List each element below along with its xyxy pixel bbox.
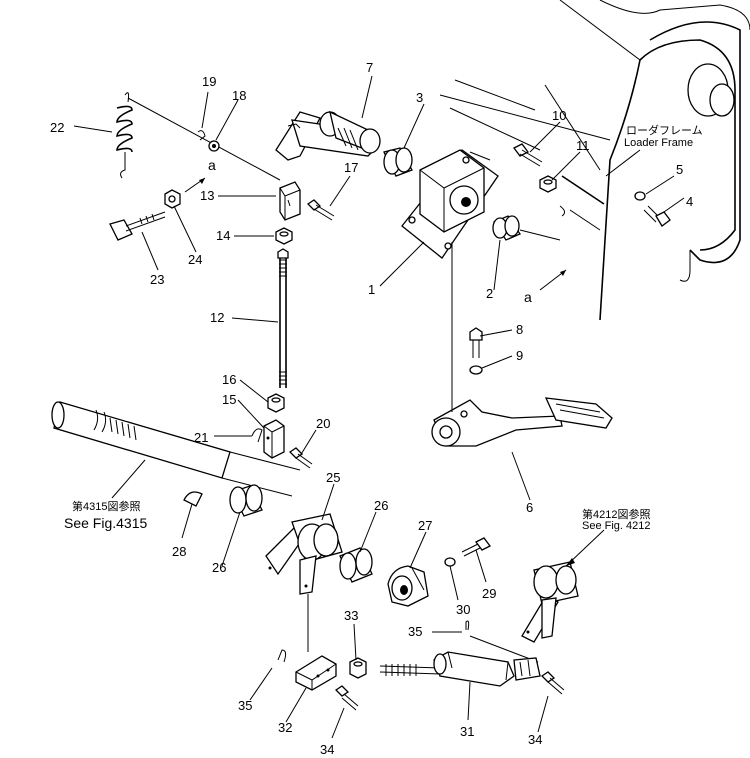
nut-33 — [349, 657, 367, 679]
loader-frame-ref-jp: ローダフレーム — [626, 123, 703, 137]
callout-11: 11 — [576, 138, 590, 153]
block-32 — [295, 655, 337, 691]
rod-12 — [277, 248, 289, 388]
callout-3: 3 — [416, 90, 423, 105]
bolt-29 — [461, 537, 491, 557]
spring-22 — [116, 92, 281, 181]
nut-24 — [164, 189, 181, 209]
callout-29: 29 — [482, 586, 496, 601]
callout-labels: 19 18 22 7 3 10 11 17 13 5 4 14 23 24 1 … — [50, 60, 693, 757]
callout-1: 1 — [368, 282, 375, 297]
fig4212-ref-en: See Fig. 4212 — [582, 520, 651, 532]
callout-19: 19 — [202, 74, 216, 89]
callout-27: 27 — [418, 518, 432, 533]
washer-30 — [444, 557, 456, 567]
callout-6: 6 — [526, 500, 533, 515]
callout-17: 17 — [344, 160, 358, 175]
marker-a1: a — [208, 157, 216, 173]
loader-frame-leader — [605, 149, 641, 177]
washer-18 — [208, 140, 220, 152]
callout-25: 25 — [326, 470, 340, 485]
leader-lines — [73, 75, 685, 739]
nut-14 — [275, 227, 293, 245]
pin-35-lower — [277, 649, 287, 663]
key-28 — [183, 491, 203, 507]
bolt-17 — [306, 199, 335, 221]
callout-21: 21 — [194, 430, 208, 445]
clamp-27 — [387, 565, 429, 607]
callout-35-upper: 35 — [408, 624, 422, 639]
callout-15: 15 — [222, 392, 236, 407]
turnbuckle-31 — [379, 651, 541, 687]
callout-14: 14 — [216, 228, 230, 243]
fig4212-ref-jp: 第4212図参照 — [582, 507, 650, 521]
eye-bolt-23 — [109, 211, 166, 241]
bushing-3 — [383, 147, 413, 177]
bolt-10 — [513, 143, 543, 167]
lever-shaft-7 — [275, 110, 381, 161]
callout-24: 24 — [188, 252, 202, 267]
callout-35-lower: 35 — [238, 698, 252, 713]
fig4315-ref-en: See Fig.4315 — [64, 515, 147, 531]
callout-10: 10 — [552, 108, 566, 123]
lever-fig4212 — [521, 561, 579, 643]
lever-25 — [265, 513, 343, 652]
callout-34-left: 34 — [320, 742, 334, 757]
callout-31: 31 — [460, 724, 474, 739]
shaft-fig4315 — [51, 401, 301, 497]
bushing-26-right — [339, 547, 373, 583]
bushing-2 — [492, 215, 521, 241]
callout-5: 5 — [676, 162, 683, 177]
washer-9 — [469, 365, 483, 375]
callout-33: 33 — [344, 608, 358, 623]
callout-32: 32 — [278, 720, 292, 735]
pin-35-upper — [465, 620, 539, 663]
callout-22: 22 — [50, 120, 64, 135]
callout-20: 20 — [316, 416, 330, 431]
block-15 — [263, 419, 285, 459]
bolt-20 — [288, 447, 313, 469]
loader-frame-ref-en: Loader Frame — [624, 137, 693, 149]
callout-23: 23 — [150, 272, 164, 287]
callout-2: 2 — [486, 286, 493, 301]
callout-18: 18 — [232, 88, 246, 103]
callout-16: 16 — [222, 372, 236, 387]
bolt-34-left — [334, 685, 359, 711]
fig4315-leader — [111, 459, 146, 499]
callout-7: 7 — [366, 60, 373, 75]
callout-26-left: 26 — [212, 560, 226, 575]
cotter-pin-21 — [251, 428, 263, 443]
callout-28: 28 — [172, 544, 186, 559]
loader-frame-drawing — [439, 0, 750, 321]
callout-13: 13 — [200, 188, 214, 203]
callout-9: 9 — [516, 348, 523, 363]
callout-4: 4 — [686, 194, 693, 209]
bushing-26-left — [229, 484, 263, 517]
wire-rod — [561, 175, 605, 205]
bolt-4 — [643, 205, 671, 227]
marker-a2: a — [524, 289, 532, 305]
block-13 — [279, 181, 301, 221]
callout-8: 8 — [516, 322, 523, 337]
callout-30: 30 — [456, 602, 470, 617]
clip — [559, 205, 566, 217]
bolt-8 — [469, 327, 483, 358]
bolt-34-right — [540, 671, 565, 695]
pedal-6 — [431, 242, 613, 447]
washer-5 — [634, 191, 646, 201]
nut-16 — [267, 393, 285, 413]
fig4315-ref-jp: 第4315図参照 — [72, 499, 140, 513]
callout-12: 12 — [210, 310, 224, 325]
callout-26-right: 26 — [374, 498, 388, 513]
bracket-1 — [401, 149, 499, 259]
callout-34-right: 34 — [528, 732, 542, 747]
pin-19 — [197, 130, 206, 141]
